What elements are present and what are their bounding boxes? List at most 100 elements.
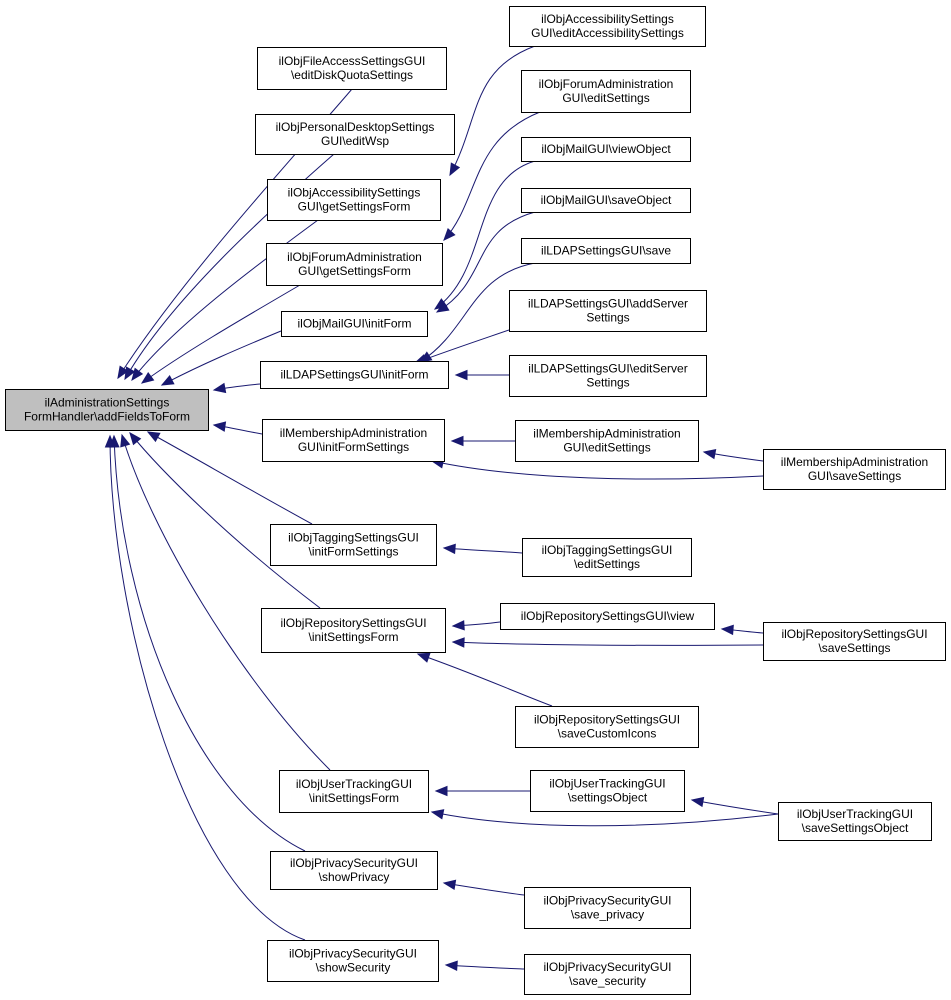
node-label-line: \editDiskQuotaSettings [291, 68, 413, 82]
node-repo_view[interactable]: ilObjRepositorySettingsGUI\view [500, 603, 715, 630]
node-member_init[interactable]: ilMembershipAdministrationGUI\initFormSe… [262, 419, 445, 462]
edge-tag_edit-to-tag_init [442, 543, 523, 555]
edge-ut_init-to-root [120, 433, 331, 771]
node-label-line: ilAdministrationSettings [45, 396, 170, 410]
edge-line [129, 432, 321, 609]
edge-line [452, 641, 764, 646]
node-tag_edit[interactable]: ilObjTaggingSettingsGUI\editSettings [522, 538, 692, 577]
node-ut_obj[interactable]: ilObjUserTrackingGUI\settingsObject [530, 770, 685, 812]
node-label-line: \save_privacy [571, 908, 644, 922]
nodes-layer: ilAdministrationSettingsFormHandler\addF… [5, 6, 946, 995]
node-repo_save[interactable]: ilObjRepositorySettingsGUI\saveSettings [763, 622, 946, 661]
node-label-line: ilLDAPSettingsGUI\addServer [528, 297, 688, 311]
node-label-line: ilMembershipAdministration [533, 427, 680, 441]
edge-line [141, 284, 301, 384]
node-repo_init[interactable]: ilObjRepositorySettingsGUI\initSettingsF… [261, 608, 446, 653]
edge-repo_icons-to-repo_init [416, 652, 553, 707]
arrow-head-icon [449, 162, 461, 177]
node-label-line: Settings [586, 376, 629, 390]
edge-line [431, 460, 764, 480]
arrow-head-icon [454, 369, 468, 381]
node-root[interactable]: ilAdministrationSettingsFormHandler\addF… [5, 389, 209, 431]
node-box [515, 706, 699, 748]
edge-acc_get-to-root [131, 219, 319, 382]
edge-forum_get-to-root [140, 284, 301, 384]
node-sec_save[interactable]: ilObjPrivacySecurityGUI\save_security [524, 954, 691, 995]
node-mail_view[interactable]: ilObjMailGUI\viewObject [521, 137, 691, 162]
edge-repo_init-to-root [129, 431, 321, 609]
node-box [261, 608, 446, 653]
node-box [778, 802, 932, 841]
node-member_save[interactable]: ilMembershipAdministrationGUI\saveSettin… [763, 449, 946, 490]
node-box [763, 449, 946, 490]
node-label-line: \settingsObject [568, 791, 648, 805]
edge-line [419, 262, 536, 363]
node-label-line: \initFormSettings [308, 545, 398, 559]
node-label-line: FormHandler\addFieldsToForm [24, 410, 190, 424]
arrow-head-icon [690, 796, 705, 808]
node-mail_init[interactable]: ilObjMailGUI\initForm [281, 311, 428, 337]
node-label-line: GUI\initFormSettings [298, 440, 409, 454]
node-label-line: ilObjRepositorySettingsGUI [781, 627, 927, 641]
arrow-head-icon [131, 367, 144, 382]
node-label-line: ilObjMailGUI\saveObject [541, 193, 672, 207]
arrow-head-icon [720, 624, 734, 636]
node-label-line: ilObjMailGUI\viewObject [541, 142, 671, 156]
node-label-line: ilObjAccessibilitySettings [288, 186, 421, 200]
node-priv_show[interactable]: ilObjPrivacySecurityGUI\showPrivacy [270, 851, 438, 890]
node-fileaccess[interactable]: ilObjFileAccessSettingsGUI\editDiskQuota… [257, 47, 447, 90]
node-repo_icons[interactable]: ilObjRepositorySettingsGUI\saveCustomIco… [515, 706, 699, 748]
arrow-head-icon [450, 435, 464, 447]
node-label-line: GUI\editSettings [562, 91, 649, 105]
node-sec_show[interactable]: ilObjPrivacySecurityGUI\showSecurity [267, 940, 439, 982]
node-ldap_save[interactable]: ilLDAPSettingsGUI\save [521, 238, 691, 264]
node-label-line: \saveSettingsObject [802, 821, 909, 835]
node-label-line: ilLDAPSettingsGUI\initForm [280, 368, 428, 382]
node-label-line: \showPrivacy [319, 870, 390, 884]
node-tag_init[interactable]: ilObjTaggingSettingsGUI\initFormSettings [270, 524, 437, 566]
node-member_edit[interactable]: ilMembershipAdministrationGUI\editSettin… [515, 420, 699, 462]
node-label-line: ilObjRepositorySettingsGUI\view [521, 609, 695, 623]
edge-line [109, 435, 306, 941]
node-label-line: GUI\editSettings [563, 441, 650, 455]
edge-line [161, 330, 282, 386]
edge-line [147, 431, 313, 525]
node-label-line: ilObjForumAdministration [287, 250, 422, 264]
edge-mail_save-to-mail_init [435, 211, 536, 313]
node-box [266, 243, 443, 286]
node-box [515, 420, 699, 462]
node-label-line: ilObjPrivacySecurityGUI [290, 856, 418, 870]
node-ldap_init[interactable]: ilLDAPSettingsGUI\initForm [260, 361, 449, 389]
node-acc_edit[interactable]: ilObjAccessibilitySettingsGUI\editAccess… [509, 6, 706, 47]
node-box [267, 940, 439, 982]
edge-line [443, 882, 525, 896]
edge-line [414, 329, 510, 364]
node-box [270, 524, 437, 566]
edge-sec_show-to-root [104, 434, 306, 941]
edge-line [691, 799, 779, 815]
node-ut_init[interactable]: ilObjUserTrackingGUI\initSettingsForm [279, 770, 429, 813]
edge-line [443, 547, 523, 554]
node-acc_get[interactable]: ilObjAccessibilitySettingsGUI\getSetting… [267, 179, 441, 221]
node-label-line: ilObjAccessibilitySettings [541, 12, 674, 26]
edge-repo_view-to-repo_init [451, 620, 501, 631]
arrow-head-icon [442, 543, 456, 555]
node-box [257, 47, 447, 90]
arrow-head-icon [434, 785, 448, 797]
edge-priv_save-to-priv_show [442, 879, 525, 896]
node-box [524, 887, 691, 929]
node-priv_save[interactable]: ilObjPrivacySecurityGUI\save_privacy [524, 887, 691, 929]
node-ut_save[interactable]: ilObjUserTrackingGUI\saveSettingsObject [778, 802, 932, 841]
arrow-head-icon [117, 365, 129, 380]
edge-line [124, 153, 335, 380]
node-box [270, 851, 438, 890]
edge-line [449, 45, 536, 176]
node-mail_save[interactable]: ilObjMailGUI\saveObject [521, 188, 691, 213]
node-forum_get[interactable]: ilObjForumAdministrationGUI\getSettingsF… [266, 243, 443, 286]
node-label-line: ilMembershipAdministration [280, 426, 427, 440]
arrow-head-icon [212, 382, 227, 394]
